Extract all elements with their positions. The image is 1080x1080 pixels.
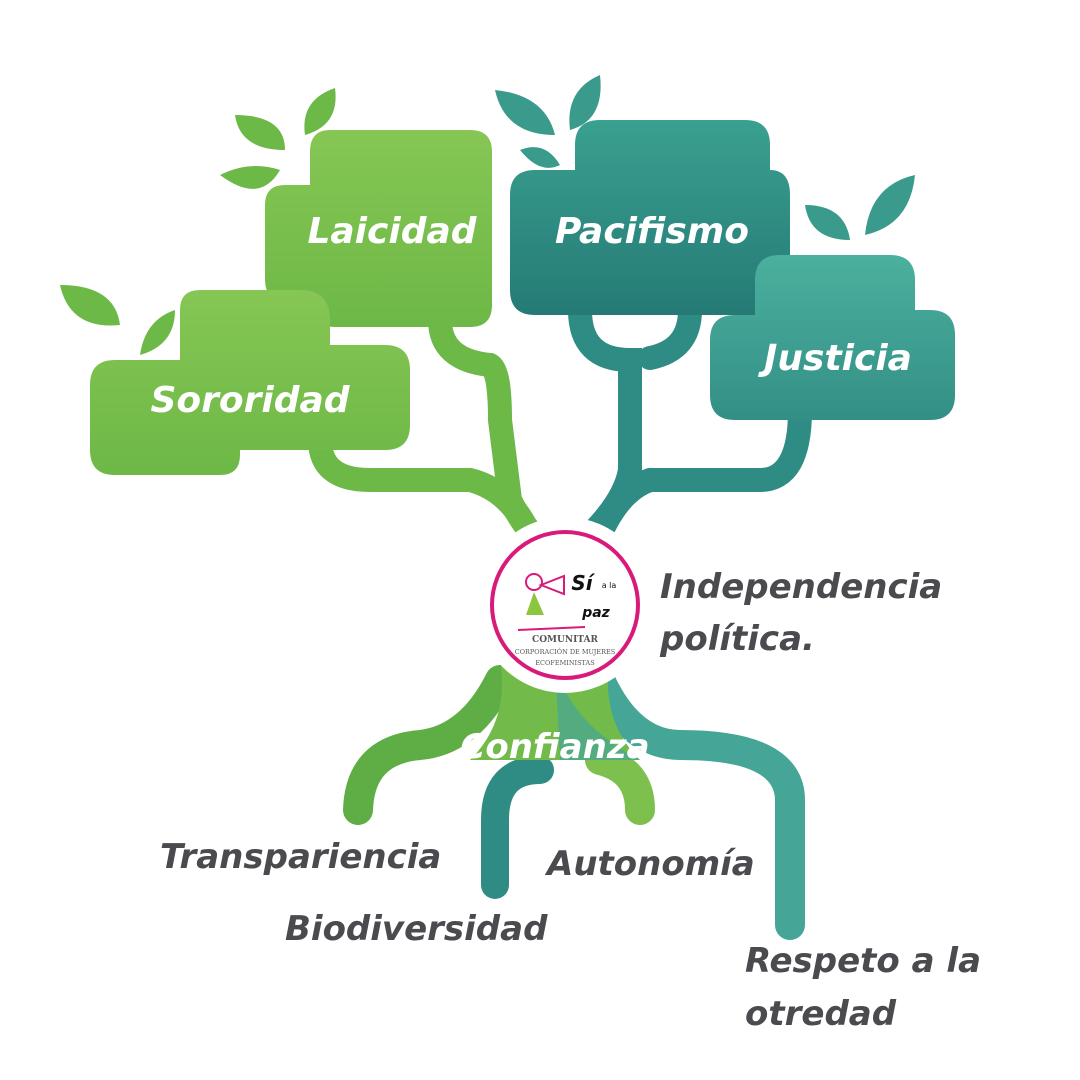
laicidad-label: Laicidad (307, 211, 477, 252)
logo-subtitle-2: ECOFEMINISTAS (535, 659, 594, 667)
transparencia-label: Transpariencia (160, 837, 441, 877)
respeto-label-1: Respeto a la (745, 941, 981, 981)
logo-subtitle-1: CORPORACIÓN DE MUJERES (515, 647, 616, 656)
logo-name: COMUNITAR (532, 635, 598, 645)
canopy-justicia: Justicia (710, 255, 955, 420)
girl-megaphone-icon (517, 573, 586, 631)
canopy-pacifismo: Pacifismo (510, 120, 790, 315)
justicia-label: Justicia (758, 338, 912, 379)
trunk-shade (555, 660, 640, 760)
branches (308, 298, 812, 552)
confianza-label: Confianza (460, 727, 649, 767)
logo-slogan-ala: a la (602, 581, 617, 590)
sororidad-label: Sororidad (150, 380, 350, 421)
comunitar-logo: Sí a la paz COMUNITAR CORPORACIÓN DE MUJ… (477, 517, 653, 693)
leaf-icons (60, 75, 915, 355)
logo-slogan-si: Sí (571, 571, 595, 595)
respeto-label-2: otredad (745, 994, 897, 1034)
autonomia-label: Autonomía (544, 844, 755, 884)
politica-label: política. (659, 619, 815, 659)
canopy-laicidad: Laicidad (265, 130, 492, 327)
pacifismo-label: Pacifismo (555, 211, 749, 252)
biodiversidad-label: Biodiversidad (285, 909, 548, 949)
logo-slogan-paz: paz (581, 605, 610, 621)
independencia-label: Independencia (660, 567, 942, 607)
canopy-sororidad: Sororidad (90, 290, 410, 475)
roots (343, 665, 805, 940)
